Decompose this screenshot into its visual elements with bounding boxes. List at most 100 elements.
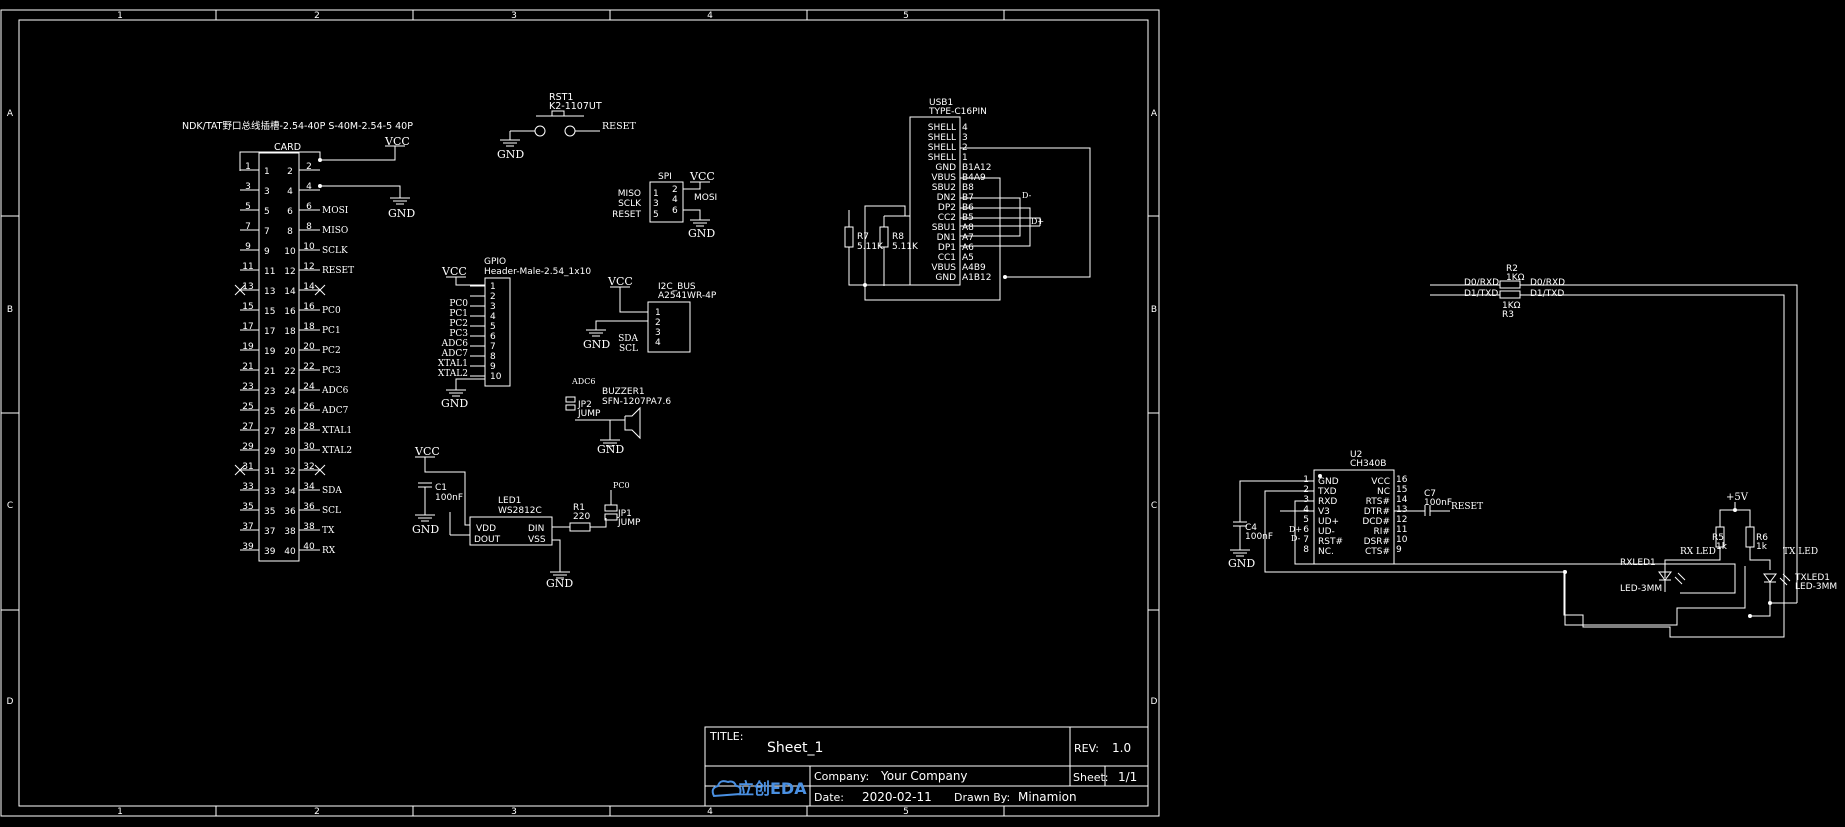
txled-ref: TXLED1: [1794, 573, 1830, 583]
ch340-left-pin: GND: [1318, 477, 1339, 487]
gpio-ref: GPIO: [484, 257, 506, 267]
ch340-left-num: 2: [1303, 485, 1309, 495]
ch340-right-num: 11: [1396, 525, 1407, 535]
card-pin-num: 30: [303, 442, 315, 452]
ch340-left-num: 6: [1303, 525, 1309, 535]
title-label: TITLE:: [709, 730, 743, 743]
card-pin-num: 16: [303, 302, 315, 312]
gpio-net: PC0: [449, 299, 468, 309]
card-pin-inner: 13: [264, 287, 275, 297]
rev-value: 1.0: [1112, 741, 1131, 755]
card-pin-inner: 23: [264, 387, 275, 397]
card-pin-inner: 39: [264, 547, 276, 557]
no-connect-icon: [234, 284, 246, 296]
usb-pin-name: CC2: [938, 213, 956, 223]
spi-pin: 1: [653, 189, 659, 199]
usb-pin-name: SHELL: [928, 153, 956, 163]
rx-led-net: RX LED: [1680, 547, 1716, 557]
card-pin-inner: 30: [284, 447, 296, 457]
card-pin-num: 18: [303, 322, 315, 332]
card-pin-num: 33: [242, 482, 253, 492]
frame-col-top-5: 5: [903, 11, 909, 21]
serial-wires: [1430, 280, 1798, 638]
usb-pin-name: SBU1: [932, 223, 956, 233]
spi-pin: 4: [672, 195, 678, 205]
frame-col-bottom-1: 1: [117, 807, 123, 817]
card-pin-inner: 37: [264, 527, 275, 537]
card-pin-num: 25: [242, 402, 253, 412]
jp1-ref: JP1: [617, 509, 632, 519]
led1-vss: VSS: [528, 535, 546, 545]
i2c-gnd: GND: [583, 338, 610, 351]
frame-col-bottom-4: 4: [707, 807, 713, 817]
card-pin-inner: 9: [264, 247, 270, 257]
card-pin-inner: 27: [264, 427, 275, 437]
rst-part: K2-1107UT: [549, 101, 602, 112]
spi-net: SCLK: [618, 199, 642, 209]
usb-pin-num: 1: [962, 153, 968, 163]
card-vcc: VCC: [384, 135, 410, 148]
card-net-label: PC2: [322, 346, 341, 356]
i2c-ref: I2C_BUS: [658, 282, 696, 292]
r8-val: 5.11K: [892, 242, 919, 252]
r5-ref: R5: [1712, 533, 1724, 543]
card-pin-num: 31: [242, 462, 253, 472]
i2c-pin: 4: [655, 338, 661, 348]
buzzer-jp: JP2: [577, 400, 592, 410]
date-value: 2020-02-11: [862, 790, 932, 804]
card-net-label: RESET: [322, 266, 354, 276]
card-pin-inner: 31: [264, 467, 275, 477]
card-pin-num: 10: [303, 242, 315, 252]
card-pin-inner: 4: [287, 187, 293, 197]
ch340-right-pin: NC: [1377, 487, 1390, 497]
card-net-label: SDA: [322, 486, 342, 496]
ch340-right-num: 15: [1396, 485, 1407, 495]
card-pin-inner: 19: [264, 347, 276, 357]
ch340-left-num: 5: [1303, 515, 1309, 525]
rev-label: REV:: [1074, 742, 1099, 755]
spi-net: MISO: [618, 189, 641, 199]
frame-col-bottom-3: 3: [511, 807, 517, 817]
card-net-label: MOSI: [322, 206, 349, 216]
c4-ref: C4: [1245, 523, 1257, 533]
gpio-net: ADC7: [441, 349, 469, 359]
card-power-wires: [239, 145, 410, 205]
gpio-net: XTAL1: [438, 359, 468, 369]
frame-col-top-4: 4: [707, 11, 713, 21]
i2c-wires: [586, 286, 648, 337]
frame-col-bottom-2: 2: [314, 807, 320, 817]
c4-val: 100nF: [1245, 532, 1273, 542]
r2-ref: R2: [1506, 264, 1518, 274]
u2-ref: U2: [1350, 450, 1362, 460]
card-net-label: XTAL1: [322, 426, 352, 436]
card-pin-inner: 15: [264, 307, 275, 317]
card-pin-num: 40: [303, 542, 315, 552]
buzzer-ref: BUZZER1: [602, 387, 645, 397]
rst-net: RESET: [602, 121, 637, 132]
usb-dplus: D+: [1031, 217, 1044, 226]
drawn-by-value: Minamion: [1018, 790, 1077, 804]
usb-pin-num: B1A12: [962, 163, 992, 173]
card-pin-inner: 12: [284, 267, 295, 277]
card-pin-num: 1: [245, 162, 251, 172]
serial-left-tx: D1/TXD: [1464, 289, 1498, 299]
serial-right-tx: D1/TXD: [1530, 289, 1564, 299]
usb-pin-name: GND: [935, 163, 956, 173]
usb-pin-num: A5: [962, 253, 974, 263]
frame-col-bottom-5: 5: [903, 807, 909, 817]
ch340-left-pin: NC.: [1318, 547, 1334, 557]
card-pin-num: 3: [245, 182, 251, 192]
card-pin-num: 5: [245, 202, 251, 212]
usb-pin-name: DP2: [938, 203, 956, 213]
card-pin-num: 2: [306, 162, 312, 172]
usb-dminus: D-: [1022, 191, 1032, 200]
gpio-pin: 4: [490, 312, 496, 322]
usb-pin-num: 3: [962, 133, 968, 143]
i2c-body: [647, 301, 691, 353]
card-pin-num: 24: [303, 382, 315, 392]
spi-wires: [683, 181, 710, 227]
r3-val: 1KΩ: [1502, 301, 1521, 311]
buzzer-jp-part: JUMP: [577, 409, 601, 419]
